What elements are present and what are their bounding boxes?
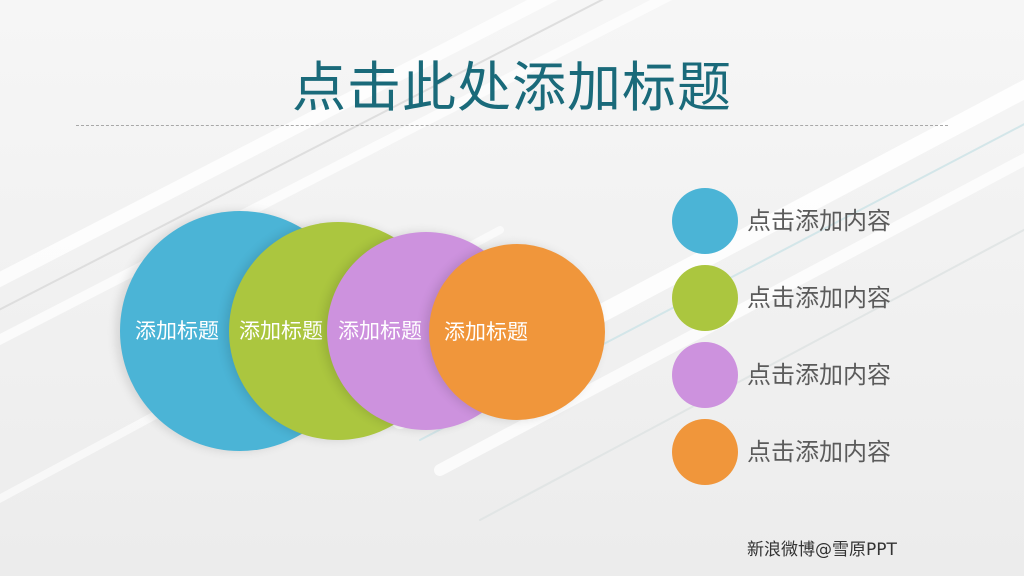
legend-item-green[interactable]: 点击添加内容 [672, 265, 891, 331]
circle-label: 添加标题 [135, 319, 219, 343]
legend-dot-orange [672, 419, 738, 485]
watermark-text: 新浪微博@雪原PPT [747, 540, 897, 560]
circle-label: 添加标题 [239, 319, 323, 343]
title-divider [76, 125, 948, 126]
legend-item-orange[interactable]: 点击添加内容 [672, 419, 891, 485]
circle-label: 添加标题 [338, 319, 422, 343]
legend-label: 点击添加内容 [747, 361, 891, 389]
legend-item-purple[interactable]: 点击添加内容 [672, 342, 891, 408]
legend-dot-green [672, 265, 738, 331]
circle-orange[interactable]: 添加标题 [429, 244, 605, 420]
legend-dot-purple [672, 342, 738, 408]
circle-label: 添加标题 [444, 320, 528, 344]
legend-item-blue[interactable]: 点击添加内容 [672, 188, 891, 254]
legend-label: 点击添加内容 [747, 207, 891, 235]
legend-dot-blue [672, 188, 738, 254]
slide-title[interactable]: 点击此处添加标题 [292, 56, 732, 119]
legend-label: 点击添加内容 [747, 438, 891, 466]
legend-label: 点击添加内容 [747, 284, 891, 312]
